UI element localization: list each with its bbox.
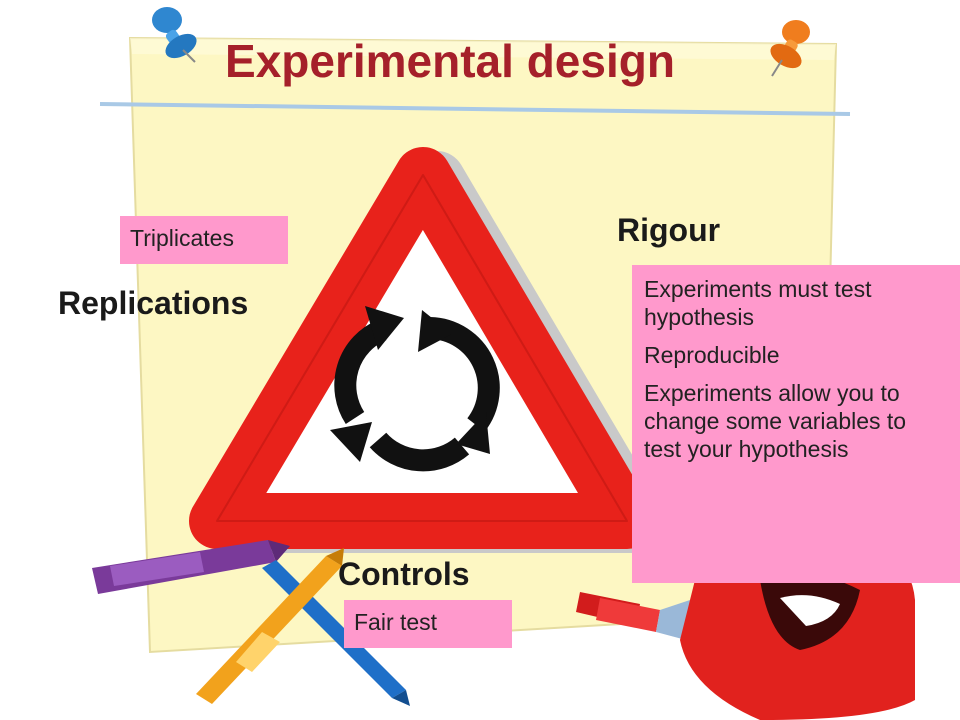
- note-triplicates: Triplicates: [120, 216, 288, 264]
- label-replications: Replications: [58, 285, 249, 321]
- push-pin-icon: [770, 20, 810, 77]
- label-controls: Controls: [338, 556, 470, 592]
- rigour-point: Experiments must test hypothesis: [644, 276, 872, 330]
- rigour-point: Experiments allow you to change some var…: [644, 380, 907, 462]
- slide-title: Experimental design: [225, 35, 675, 87]
- roundabout-arrowheads: [330, 306, 490, 462]
- note-rigour-points: Experiments must test hypothesis Reprodu…: [632, 265, 960, 583]
- marker-icon: [576, 592, 690, 640]
- crayon-icon: [196, 548, 344, 704]
- push-pin-icon: [152, 7, 197, 63]
- note-fair-test: Fair test: [344, 600, 512, 648]
- label-rigour: Rigour: [617, 212, 721, 248]
- rigour-point: Reproducible: [644, 342, 780, 368]
- crayon-icon: [92, 540, 290, 594]
- paper-ruled-line: [99, 102, 851, 116]
